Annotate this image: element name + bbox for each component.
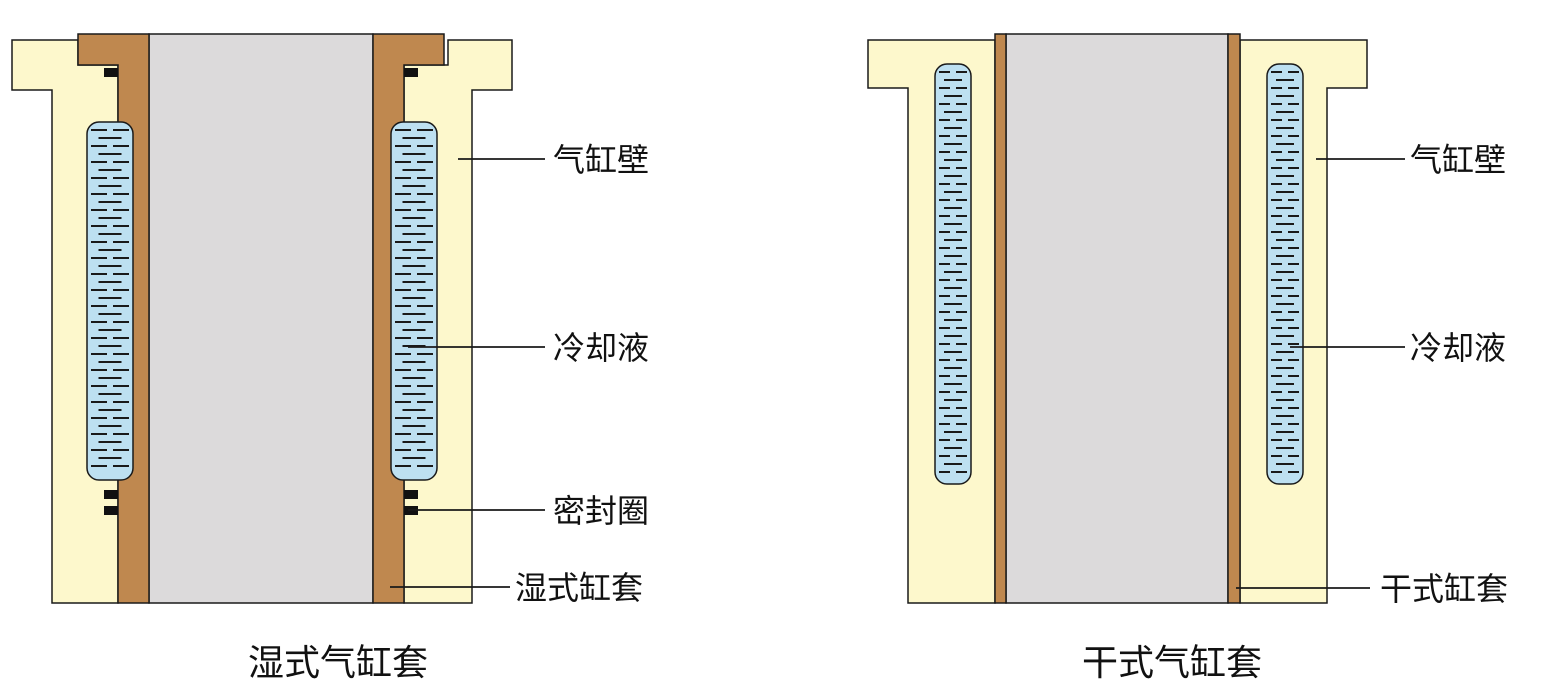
wet-caption: 湿式气缸套	[248, 643, 428, 684]
wet-coolant-label: 冷却液	[553, 329, 649, 367]
dry-caption: 干式气缸套	[1082, 643, 1262, 684]
dry-coolant-dashes	[939, 71, 1299, 473]
wet-seal-label: 密封圈	[553, 492, 649, 530]
wet-seal-left-2	[104, 506, 118, 515]
wet-liner-label: 湿式缸套	[515, 569, 643, 607]
wet-coolant-right	[390, 121, 438, 481]
wet-seal-top-right	[404, 68, 418, 77]
dry-liner-left	[994, 33, 1007, 604]
dry-bore	[1005, 33, 1229, 604]
dry-liner-right	[1227, 33, 1241, 604]
wet-liner-figure: 气缸壁 冷却液 密封圈 湿式缸套 湿式气缸套	[11, 33, 649, 684]
dry-wall-label: 气缸壁	[1410, 141, 1506, 179]
wet-seal-left-1	[104, 490, 118, 499]
wet-wall-label: 气缸壁	[553, 141, 649, 179]
dry-liner-figure: 气缸壁 冷却液 干式缸套 干式气缸套	[867, 33, 1508, 684]
dry-coolant-label: 冷却液	[1410, 329, 1506, 367]
wet-coolant-dashes	[91, 129, 433, 467]
wet-bore	[148, 33, 374, 604]
wet-coolant-left	[86, 121, 134, 481]
wet-seal-right-1	[404, 490, 418, 499]
dry-liner-label: 干式缸套	[1380, 570, 1508, 608]
wet-seal-top-left	[104, 68, 118, 77]
